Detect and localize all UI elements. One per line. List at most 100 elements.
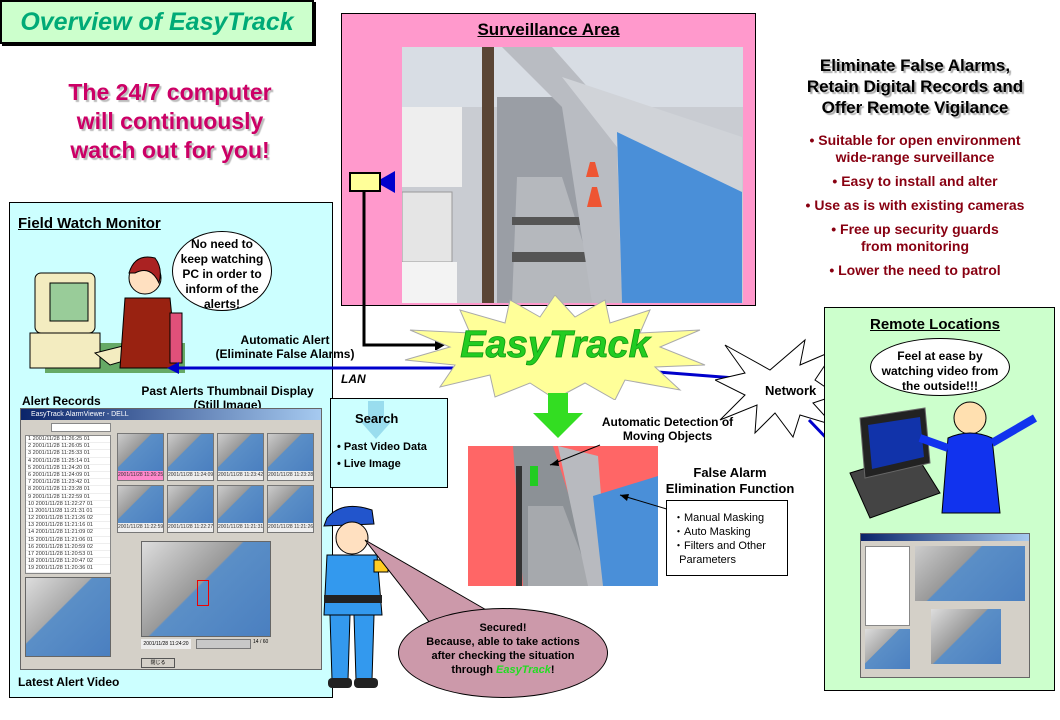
thumbnail-caption: 2001/11/28 11:23:42 <box>218 471 263 480</box>
record-row[interactable]: 17 2001/11/28 11:20:53 01 <box>26 551 110 559</box>
camera-icon <box>349 172 381 192</box>
remote-locations-title: Remote Locations <box>870 316 1001 333</box>
search-items: • Past Video Data• Live Image <box>337 441 427 470</box>
search-title: Search <box>355 411 399 426</box>
alert-thumbnail[interactable]: 2001/11/28 11:26:25 <box>117 433 164 481</box>
record-row[interactable]: 9 2001/11/28 11:22:59 01 <box>26 494 110 501</box>
close-button[interactable]: 閉じる <box>141 658 175 668</box>
alert-thumbnail[interactable]: 2001/11/28 11:21:31 <box>217 485 264 533</box>
benefit-item: • Lower the need to patrol <box>829 262 1001 278</box>
thumbnail-caption: 2001/11/28 11:21:31 <box>218 523 263 532</box>
detection-masking-image <box>468 446 658 586</box>
remote-records-table <box>865 546 910 626</box>
latest-alert-video-label: Latest Alert Video <box>18 675 120 689</box>
record-row[interactable]: 15 2001/11/28 11:21:06 01 <box>26 537 110 544</box>
record-row[interactable]: 18 2001/11/28 11:20:47 02 <box>26 558 110 566</box>
playback-timestamp: 2001/11/28 11:24:20 <box>141 639 191 649</box>
slogan-line: will continuously <box>76 108 264 134</box>
search-panel: Search • Past Video Data• Live Image <box>330 398 448 488</box>
headline: Eliminate False Alarms, Retain Digital R… <box>770 55 1060 118</box>
green-down-arrow-icon <box>533 393 583 438</box>
slogan-line: The 24/7 computer <box>68 79 272 105</box>
thumbnail-caption: 2001/11/28 11:24:09 <box>168 471 213 480</box>
benefit-item: • Easy to install and alter <box>832 173 998 189</box>
network-label: Network <box>765 383 817 398</box>
record-row[interactable]: 19 2001/11/28 11:20:36 01 <box>26 565 110 573</box>
alert-thumbnail[interactable]: 2001/11/28 11:22:27 <box>167 485 214 533</box>
surveillance-camera-image <box>402 47 743 303</box>
remote-window-titlebar <box>861 534 1029 541</box>
security-guard-illustration <box>323 505 389 688</box>
thumbnail-image <box>218 434 263 471</box>
benefit-item: • Use as is with existing cameras <box>805 197 1025 213</box>
record-row[interactable]: 1 2001/11/28 11:26:25 01 <box>26 436 110 444</box>
thumbnail-image <box>118 434 163 471</box>
record-row[interactable]: 11 2001/11/28 11:21:31 01 <box>26 508 110 516</box>
alarm-viewer-window: EasyTrack AlarmViewer - DELL 1 2001/11/2… <box>20 408 322 670</box>
alert-records-label: Alert Records <box>22 394 101 408</box>
record-row[interactable]: 12 2001/11/28 11:21:26 02 <box>26 515 110 523</box>
alert-thumbnail[interactable]: 2001/11/28 11:23:28 <box>267 433 314 481</box>
slogan: The 24/7 computer will continuously watc… <box>40 78 300 165</box>
lan-label: LAN <box>341 372 366 386</box>
record-row[interactable]: 8 2001/11/28 11:23:28 01 <box>26 486 110 494</box>
detected-person-box <box>197 580 209 606</box>
playback-controls[interactable] <box>196 639 251 649</box>
remote-thumbnails <box>915 546 1025 601</box>
headline-line: Retain Digital Records and <box>806 77 1024 96</box>
thumbnail-image <box>168 434 213 471</box>
remote-playback-video <box>931 609 1001 664</box>
record-row[interactable]: 3 2001/11/28 11:25:33 01 <box>26 450 110 458</box>
page-title-box: Overview of EasyTrack <box>0 0 314 44</box>
thumbnail-caption: 2001/11/28 11:22:27 <box>168 523 213 532</box>
playback-video <box>141 541 271 637</box>
record-row[interactable]: 13 2001/11/28 11:21:16 01 <box>26 522 110 530</box>
headline-line: Eliminate False Alarms, <box>819 56 1011 75</box>
thumbnail-caption: 2001/11/28 11:23:28 <box>268 471 313 480</box>
record-row[interactable]: 4 2001/11/28 11:25:14 01 <box>26 458 110 465</box>
down-arrow-icon <box>360 401 392 439</box>
record-row[interactable]: 16 2001/11/28 11:20:59 02 <box>26 544 110 551</box>
record-row[interactable]: 6 2001/11/28 11:24:09 01 <box>26 472 110 480</box>
record-row[interactable]: 7 2001/11/28 11:23:42 01 <box>26 479 110 487</box>
camera-lens-icon <box>381 171 395 193</box>
surveillance-area-title: Surveillance Area <box>477 20 620 39</box>
surveillance-area-panel: Surveillance Area <box>341 13 756 306</box>
remote-latest-video <box>865 629 910 669</box>
record-row[interactable]: 14 2001/11/28 11:21:09 02 <box>26 529 110 537</box>
thumbnail-caption: 2001/11/28 11:21:26 <box>268 523 313 532</box>
remote-viewer-illustration <box>849 401 1038 519</box>
masking-options-box: ・Manual Masking・Auto Masking・Filters and… <box>666 500 788 576</box>
alert-thumbnail[interactable]: 2001/11/28 11:23:42 <box>217 433 264 481</box>
window-titlebar: EasyTrack AlarmViewer - DELL <box>21 409 321 420</box>
alert-thumbnail[interactable]: 2001/11/28 11:24:09 <box>167 433 214 481</box>
slogan-line: watch out for you! <box>70 137 270 163</box>
alert-thumbnail[interactable]: 2001/11/28 11:22:59 <box>117 485 164 533</box>
thumbnail-image <box>118 486 163 523</box>
record-row[interactable]: 5 2001/11/28 11:24:20 01 <box>26 465 110 472</box>
guard-speech-bubble: Secured! Because, able to take actions a… <box>398 608 608 698</box>
thumbnail-image <box>168 486 213 523</box>
automatic-alert-label: Automatic Alert(Eliminate False Alarms) <box>215 333 355 361</box>
thumbnail-image <box>268 434 313 471</box>
thumbnail-caption: 2001/11/28 11:26:25 <box>118 471 163 480</box>
easytrack-brand-inline: EasyTrack <box>496 664 551 676</box>
network-burst <box>715 338 839 439</box>
channel-select[interactable] <box>51 423 111 432</box>
record-row[interactable]: 10 2001/11/28 11:22:27 01 <box>26 501 110 508</box>
easytrack-burst: EasyTrack <box>404 295 706 400</box>
operator-at-computer-illustration <box>29 256 185 373</box>
page-title: Overview of EasyTrack <box>20 8 294 36</box>
alert-thumbnail[interactable]: 2001/11/28 11:21:26 <box>267 485 314 533</box>
headline-line: Offer Remote Vigilance <box>821 98 1009 117</box>
thumbnail-caption: 2001/11/28 11:22:59 <box>118 523 163 532</box>
record-row[interactable]: 2 2001/11/28 11:26:05 01 <box>26 443 110 451</box>
